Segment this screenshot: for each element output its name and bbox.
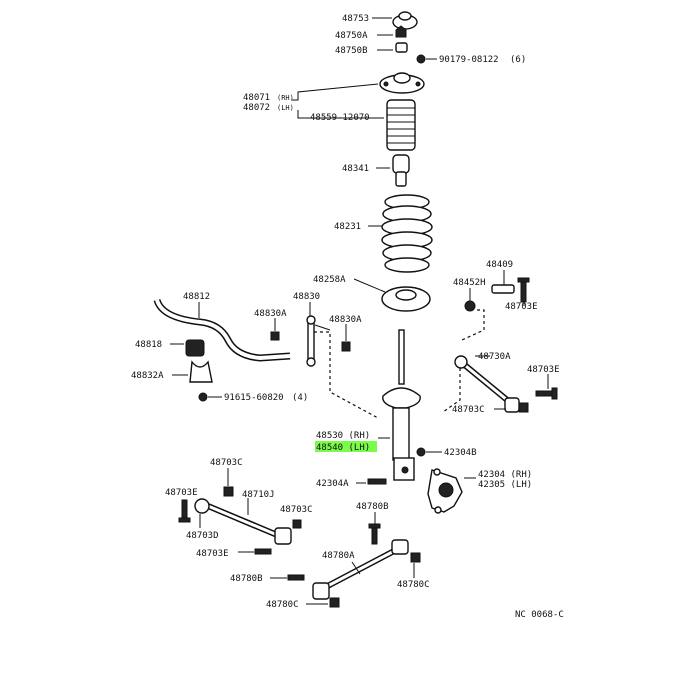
label-48818: 48818 — [135, 340, 162, 350]
label-48452H: 48452H — [453, 278, 486, 288]
bolt-48780b-upper — [368, 523, 381, 545]
shock-absorber-48530 — [382, 329, 421, 481]
label-48540: 48540 (LH) — [316, 443, 370, 453]
highlight-48540 — [315, 441, 377, 452]
nut-48780c-right — [410, 552, 421, 563]
nut-48703c-lower-left — [223, 486, 234, 497]
label-42304: 42304 (RH) — [478, 470, 532, 480]
label-91615: 91615-60820 — [224, 393, 284, 403]
diagram-code: NC 0068-C — [515, 610, 564, 620]
label-48780A: 48780A — [322, 551, 355, 561]
mount-cap-48753 — [392, 11, 418, 30]
bolt-42304a — [367, 478, 387, 485]
bracket-48832a — [189, 360, 213, 383]
label-48703E-d: 48703E — [196, 549, 229, 559]
label-48071: 48071 — [243, 93, 270, 103]
label-48703D: 48703D — [186, 531, 219, 541]
axle-carrier-42304 — [427, 468, 463, 514]
label-48750A: 48750A — [335, 31, 368, 41]
label-48703C-a: 48703C — [452, 405, 485, 415]
label-48703E-a: 48703E — [505, 302, 538, 312]
label-90179-qty: (6) — [510, 55, 526, 65]
bump-stop-48341 — [392, 154, 410, 187]
bolt-48409 — [491, 284, 515, 294]
label-48559: 48559-12070 — [310, 113, 370, 123]
nut-48830a-right — [341, 341, 351, 352]
control-arm-48780a — [312, 539, 409, 600]
bolt-48703e-upper — [517, 277, 530, 303]
label-42305: 42305 (LH) — [478, 480, 532, 490]
coil-spring-48231 — [381, 194, 433, 273]
label-48750B: 48750B — [335, 46, 368, 56]
nut-48703c-lower-mid — [292, 519, 302, 529]
label-48341: 48341 — [342, 164, 369, 174]
bolt-91615 — [198, 392, 208, 402]
label-48812: 48812 — [183, 292, 210, 302]
washer-48452h — [464, 300, 476, 312]
nut-48830a-left — [270, 331, 280, 341]
label-48710J: 48710J — [242, 490, 275, 500]
label-48231: 48231 — [334, 222, 361, 232]
strut-mount-48071 — [379, 72, 425, 94]
label-48780B-b: 48780B — [230, 574, 263, 584]
label-48703E-b: 48703E — [527, 365, 560, 375]
nut-48780c-lower — [329, 597, 340, 608]
stabilizer-bar-48812 — [153, 298, 291, 362]
bolt-48780b-lower — [287, 574, 305, 581]
label-48072: 48072 — [243, 103, 270, 113]
label-48753: 48753 — [342, 14, 369, 24]
label-48071-side: (RH) — [277, 94, 294, 102]
bolt-48703e-lower-left — [178, 499, 191, 523]
label-48780B-a: 48780B — [356, 502, 389, 512]
label-42304B: 42304B — [444, 448, 477, 458]
label-48780C-b: 48780C — [266, 600, 299, 610]
label-90179: 90179-08122 — [439, 55, 499, 65]
label-48258A: 48258A — [313, 275, 346, 285]
label-48409: 48409 — [486, 260, 513, 270]
label-48530: 48530 (RH) — [316, 431, 370, 441]
nut-48703c-right — [518, 402, 529, 413]
link-48830 — [306, 315, 331, 367]
bolt-42304b — [416, 447, 426, 457]
bushing-48818 — [185, 339, 205, 357]
label-48703C-b: 48703C — [210, 458, 243, 468]
bolt-48703e-lower-mid — [254, 548, 272, 555]
label-48780C-a: 48780C — [397, 580, 430, 590]
label-48830: 48830 — [293, 292, 320, 302]
dust-boot-48559 — [386, 99, 416, 151]
nut-90179 — [416, 54, 426, 64]
nut-48750a — [395, 25, 407, 38]
bushing-48750b — [395, 42, 408, 53]
label-48730A: 48730A — [478, 352, 511, 362]
label-48703E-c: 48703E — [165, 488, 198, 498]
control-arm-48710j — [194, 498, 292, 545]
label-48830A-a: 48830A — [254, 309, 287, 319]
label-48072-side: (LH) — [277, 104, 294, 112]
label-91615-qty: (4) — [292, 393, 308, 403]
label-48703C-c: 48703C — [280, 505, 313, 515]
strut-rod-48730a — [454, 355, 520, 413]
spring-seat-48258a — [381, 286, 431, 312]
label-48832A: 48832A — [131, 371, 164, 381]
bolt-48703e-right — [535, 387, 558, 400]
label-48830A-b: 48830A — [329, 315, 362, 325]
label-42304A: 42304A — [316, 479, 349, 489]
